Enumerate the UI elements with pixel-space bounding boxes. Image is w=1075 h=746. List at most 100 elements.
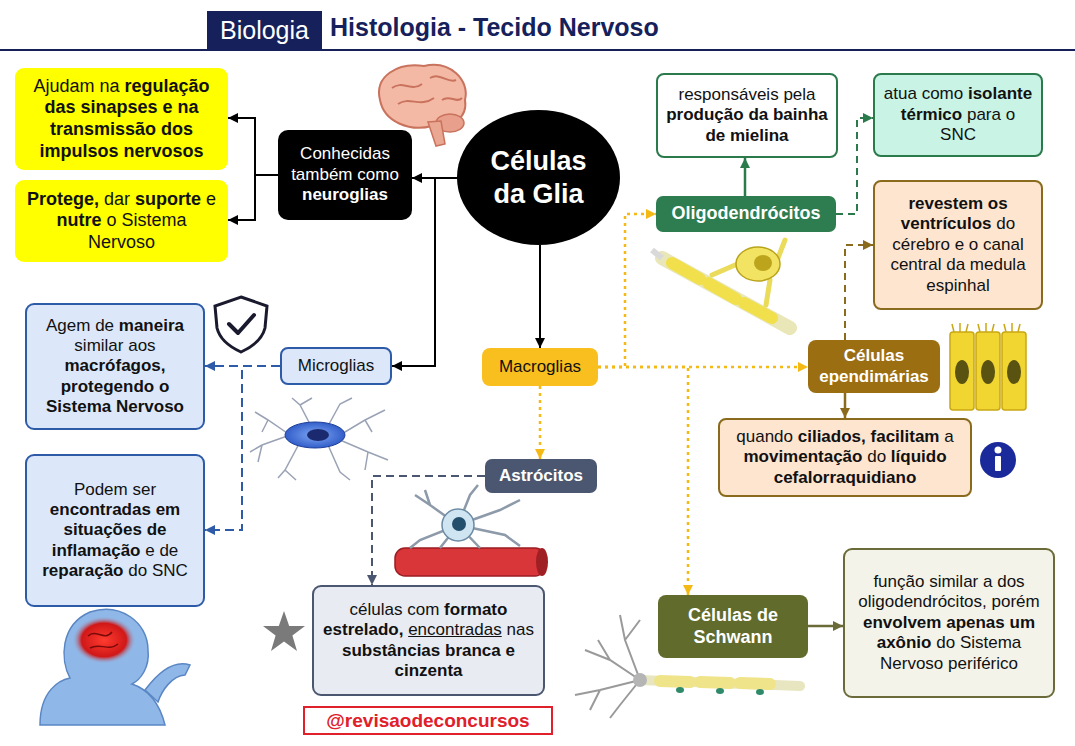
text-run: cinzenta [394, 661, 462, 680]
text-run: Conhecidas [300, 144, 390, 163]
text-run: responsáveis [678, 85, 778, 104]
text-run: suporte [135, 189, 201, 209]
ependymal-illustration [981, 360, 995, 384]
node-text: Podem ser encontradas em situações de in… [33, 480, 197, 582]
text-run: transmissão [50, 119, 156, 139]
info-icon [980, 442, 1016, 478]
text-run: e [145, 541, 154, 560]
text-run: para [967, 105, 1001, 124]
text-run: Oligodendrócitos [671, 203, 820, 223]
node-text: Ajudam na regulação das sinapses e na tr… [21, 76, 222, 162]
note-box: Ajudam na regulação das sinapses e na tr… [15, 68, 228, 170]
oligodendrocyte-illustration [652, 250, 662, 258]
text-run: como [922, 84, 964, 103]
text-run: da [748, 105, 768, 124]
info-icon [995, 456, 1001, 471]
connector [598, 367, 688, 595]
text-run: pela [783, 85, 815, 104]
note-box: Agem de maneira similar aos macrófagos, … [25, 303, 205, 430]
info-icon [980, 442, 1016, 478]
text-run: o [159, 377, 169, 396]
head-illustration [40, 609, 190, 725]
note-box: revestem os ventrículos do cérebro e o c… [873, 180, 1043, 310]
star-icon [263, 611, 305, 651]
text-run: Sistema [960, 633, 1021, 652]
text-run: das [44, 97, 75, 117]
category-box: Oligodendrócitos [656, 196, 836, 232]
connector [539, 386, 542, 459]
node-text: atua como isolante térmico para o SNC [881, 84, 1035, 145]
text-run: estrelado, [323, 620, 403, 639]
text-run: o [106, 210, 116, 230]
shield-icon [229, 315, 254, 333]
text-run: Sistema [122, 210, 187, 230]
text-run: Agem [46, 316, 90, 335]
header-rule [0, 50, 1075, 51]
header-rule [0, 49, 1075, 51]
text-run: Astrócitos [499, 466, 583, 485]
connector [844, 393, 847, 418]
text-run: do [996, 214, 1015, 233]
ependymal-illustration [952, 323, 1020, 332]
text-run: Células [688, 605, 752, 625]
microglia-illustration [285, 422, 345, 448]
text-run: na [178, 97, 199, 117]
text-run: ser [132, 480, 156, 499]
text-run: maneira [119, 316, 184, 335]
connector [372, 476, 485, 585]
text-run: Sistema [46, 397, 111, 416]
text-run: nervosos [123, 141, 203, 161]
text-run: situações [63, 520, 141, 539]
astrocyte-illustration [536, 548, 548, 576]
text-run: ependimárias [819, 367, 929, 386]
central-ellipse: Células da Glia [457, 110, 620, 245]
note-box: Protege, dar suporte e nutre o Sistema N… [15, 180, 228, 262]
text-run: também [291, 165, 352, 184]
text-run: Macroglias [499, 357, 581, 376]
head-illustration [40, 609, 165, 725]
head-illustration [72, 616, 136, 664]
astrocyte-illustration [442, 509, 474, 541]
text-run: e [163, 97, 173, 117]
text-run: Células [844, 346, 904, 365]
text-run: Células [490, 146, 586, 176]
ependymal-illustration [950, 323, 1026, 410]
text-run: bainha [773, 105, 828, 124]
text-run: branca [445, 641, 501, 660]
text-run: SNC [940, 125, 976, 144]
text-run: ventrículos [901, 214, 992, 233]
brain-illustration [428, 121, 445, 146]
text-run: medula [970, 255, 1026, 274]
node-text: Protege, dar suporte e nutre o Sistema N… [21, 189, 222, 254]
text-run: porém [992, 592, 1040, 611]
info-icon [995, 447, 1002, 454]
text-run: canal [983, 235, 1024, 254]
ependymal-illustration [955, 360, 969, 384]
category-box: Células de Schwann [658, 595, 808, 658]
connector [539, 245, 541, 348]
shield-icon [215, 297, 267, 352]
text-run: Podem [74, 480, 128, 499]
note-box: quando ciliados, facilitam a movimentaçã… [718, 418, 972, 497]
microglia-illustration [307, 429, 329, 441]
text-run: inflamação [52, 541, 141, 560]
text-run: em [156, 500, 181, 519]
ependymal-illustration [950, 332, 974, 410]
text-run: nas [506, 620, 533, 639]
text-run: ciliados, [798, 427, 866, 446]
text-run: do [128, 561, 147, 580]
text-run: do [936, 633, 955, 652]
text-run: substâncias [342, 641, 440, 660]
text-run: de [757, 605, 778, 625]
schwann-neuron-illustration [716, 688, 724, 694]
text-run: dar [104, 189, 130, 209]
note-box: responsáveis pela produção da bainha de … [656, 73, 838, 158]
node-text: Astrócitos [499, 466, 583, 486]
text-run: regulação [125, 76, 210, 96]
text-run: oligodendrócitos, [858, 592, 987, 611]
text-run: térmico [901, 105, 962, 124]
microglia-illustration [250, 398, 388, 480]
text-run: envolvem [863, 613, 941, 632]
astrocyte-illustration [410, 485, 520, 548]
text-run: do [867, 447, 886, 466]
